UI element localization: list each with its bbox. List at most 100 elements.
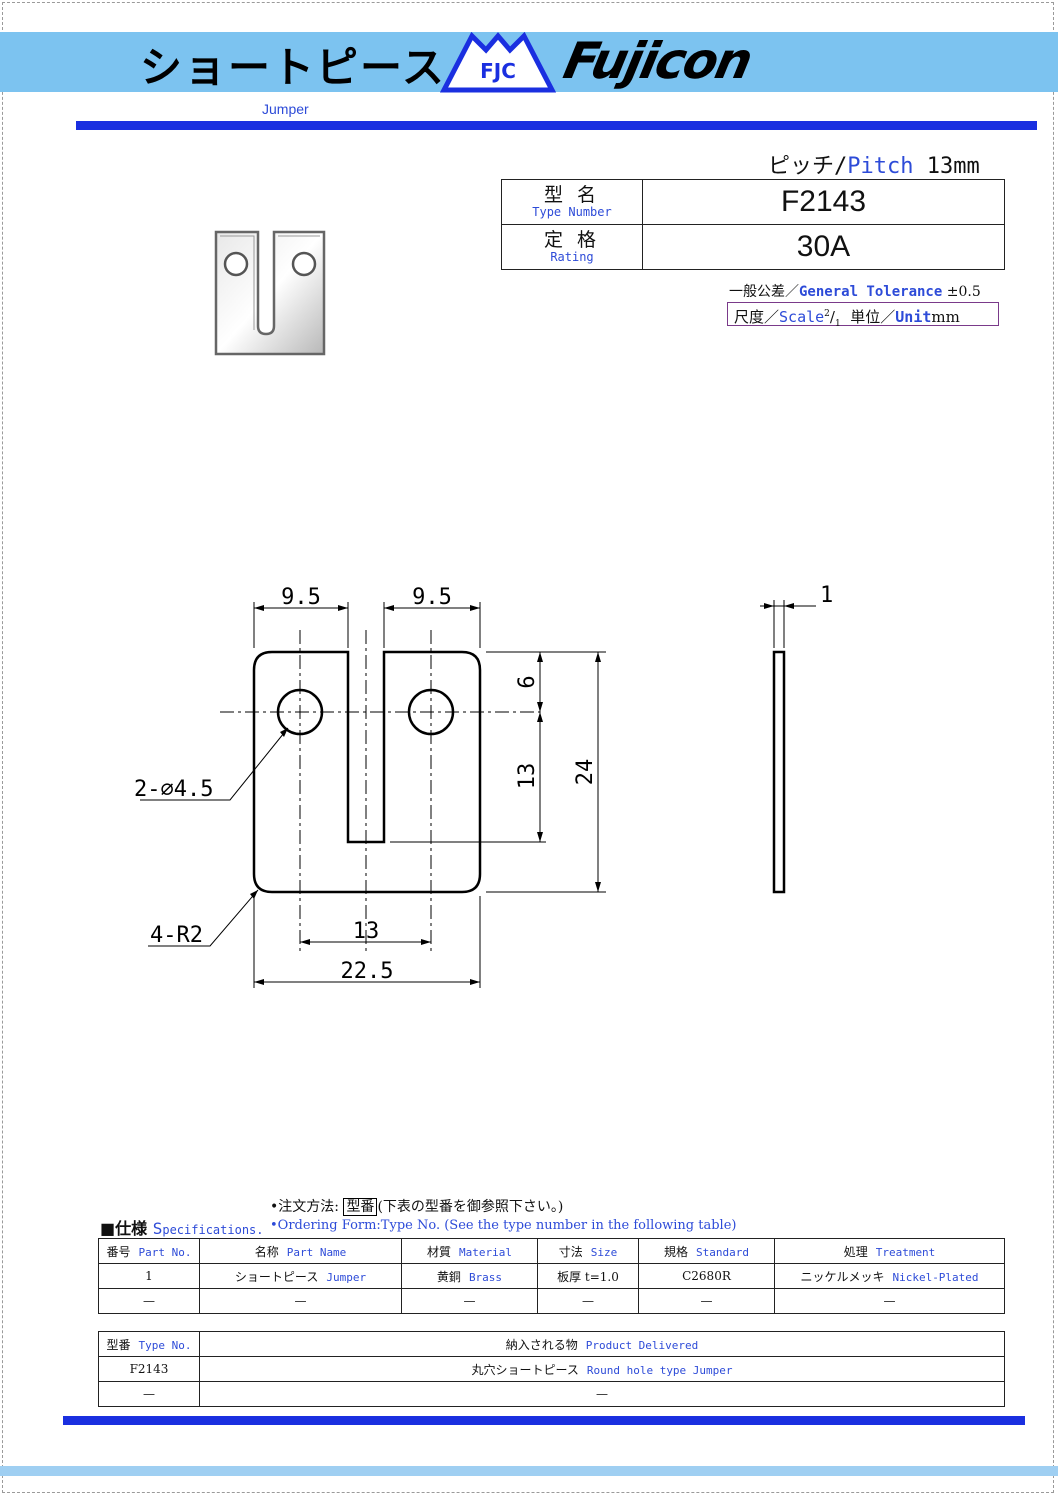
dim-hole-dia: 2-∅4.5	[134, 777, 213, 802]
rating-label-cell: 定格 Rating	[501, 224, 643, 270]
page-title: ショートピース	[140, 43, 446, 92]
type-label-en: Type Number	[532, 205, 612, 219]
table-cell: —	[774, 1288, 1005, 1314]
pitch-jp: ピッチ/	[768, 154, 848, 179]
header-en: Product Delivered	[585, 1338, 699, 1352]
header-en: Material	[459, 1245, 512, 1259]
header-jp: 納入される物	[505, 1337, 578, 1352]
cell-jp: C2680R	[682, 1269, 731, 1283]
cell-en: Round hole type Jumper	[586, 1363, 733, 1377]
header-jp: 処理	[843, 1244, 868, 1259]
cell-en: Jumper	[326, 1270, 367, 1284]
scale-jp: 尺度／	[734, 308, 780, 326]
cell-jp: 丸穴ショートピース	[471, 1362, 579, 1377]
rating-value: 30A	[642, 224, 1005, 270]
table-cell: —	[537, 1288, 639, 1314]
general-tolerance: 一般公差／General Tolerance ±0.5	[729, 281, 981, 301]
table-row: F2143 丸穴ショートピース Round hole type Jumper	[98, 1356, 1005, 1382]
type-row: 型名 Type Number F2143	[501, 179, 1005, 225]
dim-13-vertical: 13	[515, 763, 540, 790]
spec-heading-cap: S	[152, 1219, 163, 1238]
scale-num: 2	[824, 309, 830, 319]
table-cell: —	[98, 1288, 200, 1314]
header-jp: 名称	[254, 1244, 279, 1259]
header-en: Size	[590, 1245, 618, 1259]
parts-header-cell: 材質 Material	[401, 1238, 538, 1264]
spec-heading-jp: ■仕様	[100, 1219, 153, 1238]
header-jp: 番号	[106, 1244, 131, 1259]
technical-drawing: 9.5 9.5 2-∅4.5 6 13 24 4-R2 13 22.5 1	[134, 583, 833, 988]
fjc-logo: FJC	[440, 32, 556, 93]
spec-heading-en: Specifications.	[153, 1219, 264, 1238]
cell-en: Brass	[468, 1270, 503, 1284]
subtitle: Jumper	[262, 101, 309, 117]
ordering-en: •Ordering Form:Type No. (See the type nu…	[270, 1218, 737, 1233]
header-en: Part Name	[286, 1245, 347, 1259]
unit-en: Unit	[895, 308, 932, 326]
table-cell: 1	[98, 1263, 200, 1289]
parts-header-cell: 番号 Part No.	[98, 1238, 200, 1264]
table-row: — —	[98, 1381, 1005, 1407]
dim-24: 24	[573, 759, 598, 786]
header-en: Standard	[696, 1245, 749, 1259]
jumper-photo	[214, 230, 326, 356]
delivered-header-cell: 納入される物 Product Delivered	[199, 1331, 1005, 1357]
cell-jp: 黄銅	[436, 1269, 461, 1284]
header-jp: 型番	[106, 1337, 131, 1352]
dim-6: 6	[515, 675, 540, 688]
delivered-header-row: 型番 Type No. 納入される物 Product Delivered	[98, 1331, 1005, 1357]
rating-label-jp: 定格	[543, 229, 610, 251]
fjc-logo-text: FJC	[480, 59, 516, 83]
dim-radius: 4-R2	[150, 923, 203, 948]
scale-den: 1	[834, 319, 841, 329]
cell-en: Nickel-Plated	[892, 1270, 979, 1284]
part-outline	[252, 650, 482, 894]
type-value: F2143	[642, 179, 1005, 225]
scale-en: Scale	[779, 308, 825, 326]
ordering-prefix: •注文方法:	[270, 1199, 344, 1215]
table-cell: 黄銅 Brass	[401, 1263, 538, 1289]
pitch-label: ピッチ/Pitch 13mm	[768, 148, 980, 180]
cell-jp: ニッケルメッキ	[800, 1269, 885, 1284]
header-jp: 規格	[664, 1244, 689, 1259]
header-en: Part No.	[138, 1245, 192, 1259]
table-cell: ショートピース Jumper	[199, 1263, 402, 1289]
pitch-value: 13mm	[926, 154, 980, 179]
cell-jp: ショートピース	[234, 1269, 319, 1284]
header-jp: 材質	[427, 1244, 452, 1259]
footer-divider	[63, 1416, 1025, 1425]
ordering-box: 型番	[343, 1198, 378, 1216]
footer-band	[0, 1466, 1058, 1476]
delivered-header-cell: 型番 Type No.	[98, 1331, 200, 1357]
dim-thickness: 1	[820, 583, 833, 608]
tolerance-jp: 一般公差／	[729, 284, 799, 300]
rating-row: 定格 Rating 30A	[501, 224, 1005, 270]
table-cell: —	[199, 1288, 402, 1314]
cell-jp: 板厚 t=1.0	[557, 1269, 619, 1284]
table-cell: 丸穴ショートピース Round hole type Jumper	[199, 1356, 1005, 1382]
unit-jp: 単位／	[850, 308, 896, 326]
brand-logo: Fujicon	[558, 32, 756, 90]
table-cell: F2143	[98, 1356, 200, 1382]
parts-header-cell: 規格 Standard	[638, 1238, 775, 1264]
rating-label-en: Rating	[550, 250, 594, 264]
table-row: — — — — — —	[98, 1288, 1005, 1314]
ordering-suffix: (下表の型番を御参照下さい。)	[377, 1199, 564, 1215]
ordering-jp: •注文方法: 型番(下表の型番を御参照下さい。)	[270, 1196, 563, 1216]
dim-slot-left: 9.5	[281, 585, 321, 610]
table-cell: ニッケルメッキ Nickel-Plated	[774, 1263, 1005, 1289]
header-en: Type No.	[138, 1338, 192, 1352]
type-label-cell: 型名 Type Number	[501, 179, 643, 225]
table-cell: 板厚 t=1.0	[537, 1263, 639, 1289]
header-divider	[76, 121, 1037, 130]
type-rating-table: 型名 Type Number F2143 定格 Rating 30A	[501, 179, 1005, 270]
side-view	[772, 650, 786, 894]
table-cell: —	[98, 1381, 200, 1407]
dim-width: 22.5	[341, 959, 394, 984]
tolerance-value: ±0.5	[946, 284, 981, 300]
